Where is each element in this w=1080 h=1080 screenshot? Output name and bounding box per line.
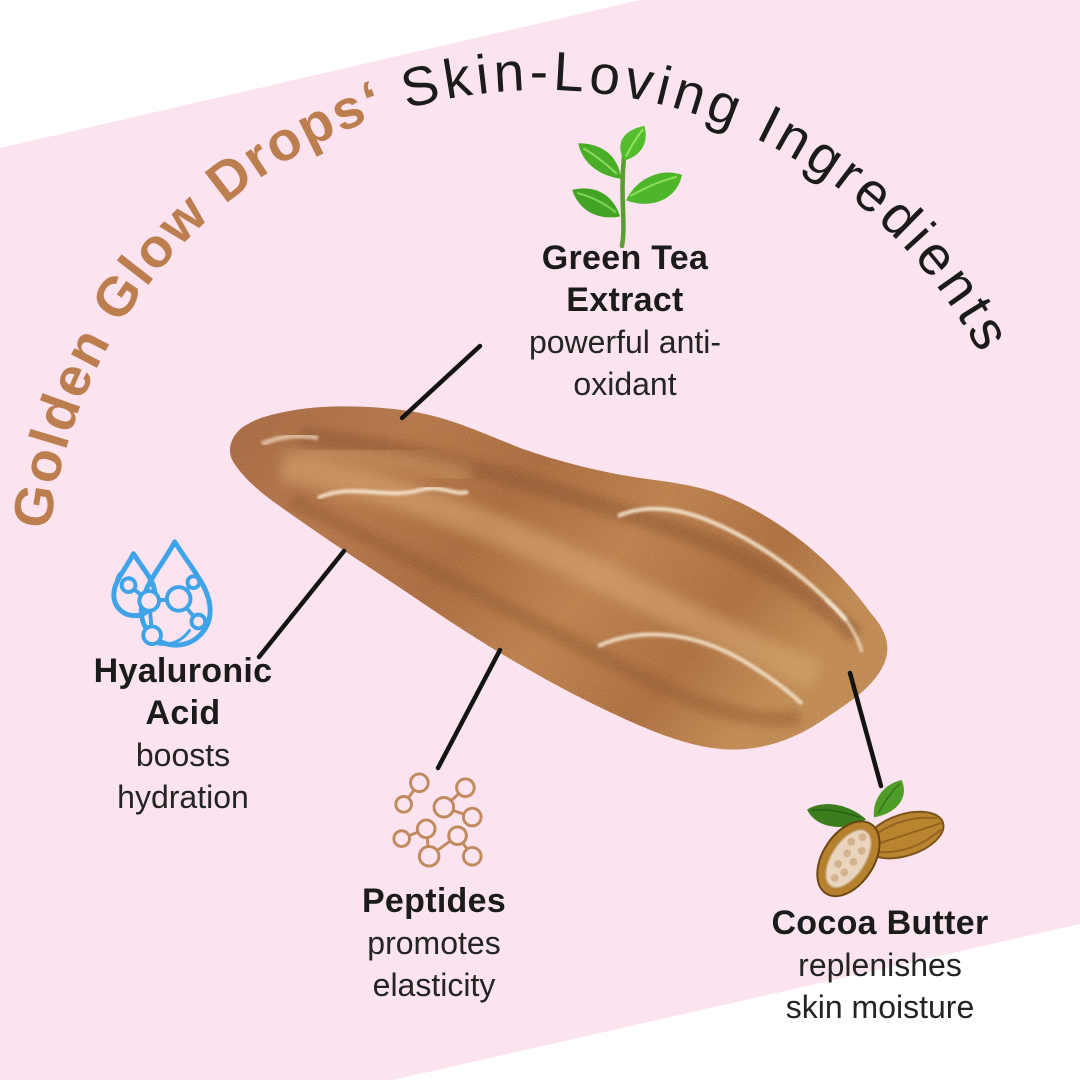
ingredient-name: Cocoa Butter <box>771 904 989 942</box>
water-drop-molecule-icon <box>111 539 213 648</box>
connector-lines <box>256 343 884 789</box>
green-tea-sprig-icon <box>572 126 682 248</box>
swatch-texture <box>230 406 888 750</box>
label-cocoa-butter: Cocoa Butter replenishes skin moisture <box>730 902 1030 1028</box>
ingredient-name: Green Tea <box>541 239 709 277</box>
ingredient-description: powerful anti- <box>528 324 722 360</box>
connector-line-cocoa <box>847 670 884 789</box>
connector-line-hyaluronic <box>256 548 347 660</box>
cocoa-beans-icon <box>807 779 945 898</box>
peptide-chain-icon <box>392 772 483 868</box>
label-hyaluronic-acid: Hyaluronic Acid boosts hydration <box>53 650 313 818</box>
connector-line-peptides <box>435 647 503 771</box>
label-green-tea: Green Tea Extract powerful anti- oxidant <box>495 237 755 405</box>
ingredient-name: Extract <box>566 281 684 319</box>
ingredient-name: Acid <box>145 694 221 732</box>
ingredient-name: Peptides <box>361 882 507 920</box>
ingredient-description: hydration <box>117 779 249 815</box>
ingredient-description: skin moisture <box>785 989 975 1025</box>
ingredient-description: replenishes <box>798 947 962 983</box>
ingredient-description: elasticity <box>372 967 496 1003</box>
ingredient-name: Hyaluronic <box>93 652 273 690</box>
label-peptides: Peptides promotes elasticity <box>304 880 564 1006</box>
ingredient-description: promotes <box>367 925 501 961</box>
connector-line-green-tea <box>399 343 483 421</box>
ingredient-description: boosts <box>135 737 231 773</box>
ingredient-description: oxidant <box>573 366 677 402</box>
